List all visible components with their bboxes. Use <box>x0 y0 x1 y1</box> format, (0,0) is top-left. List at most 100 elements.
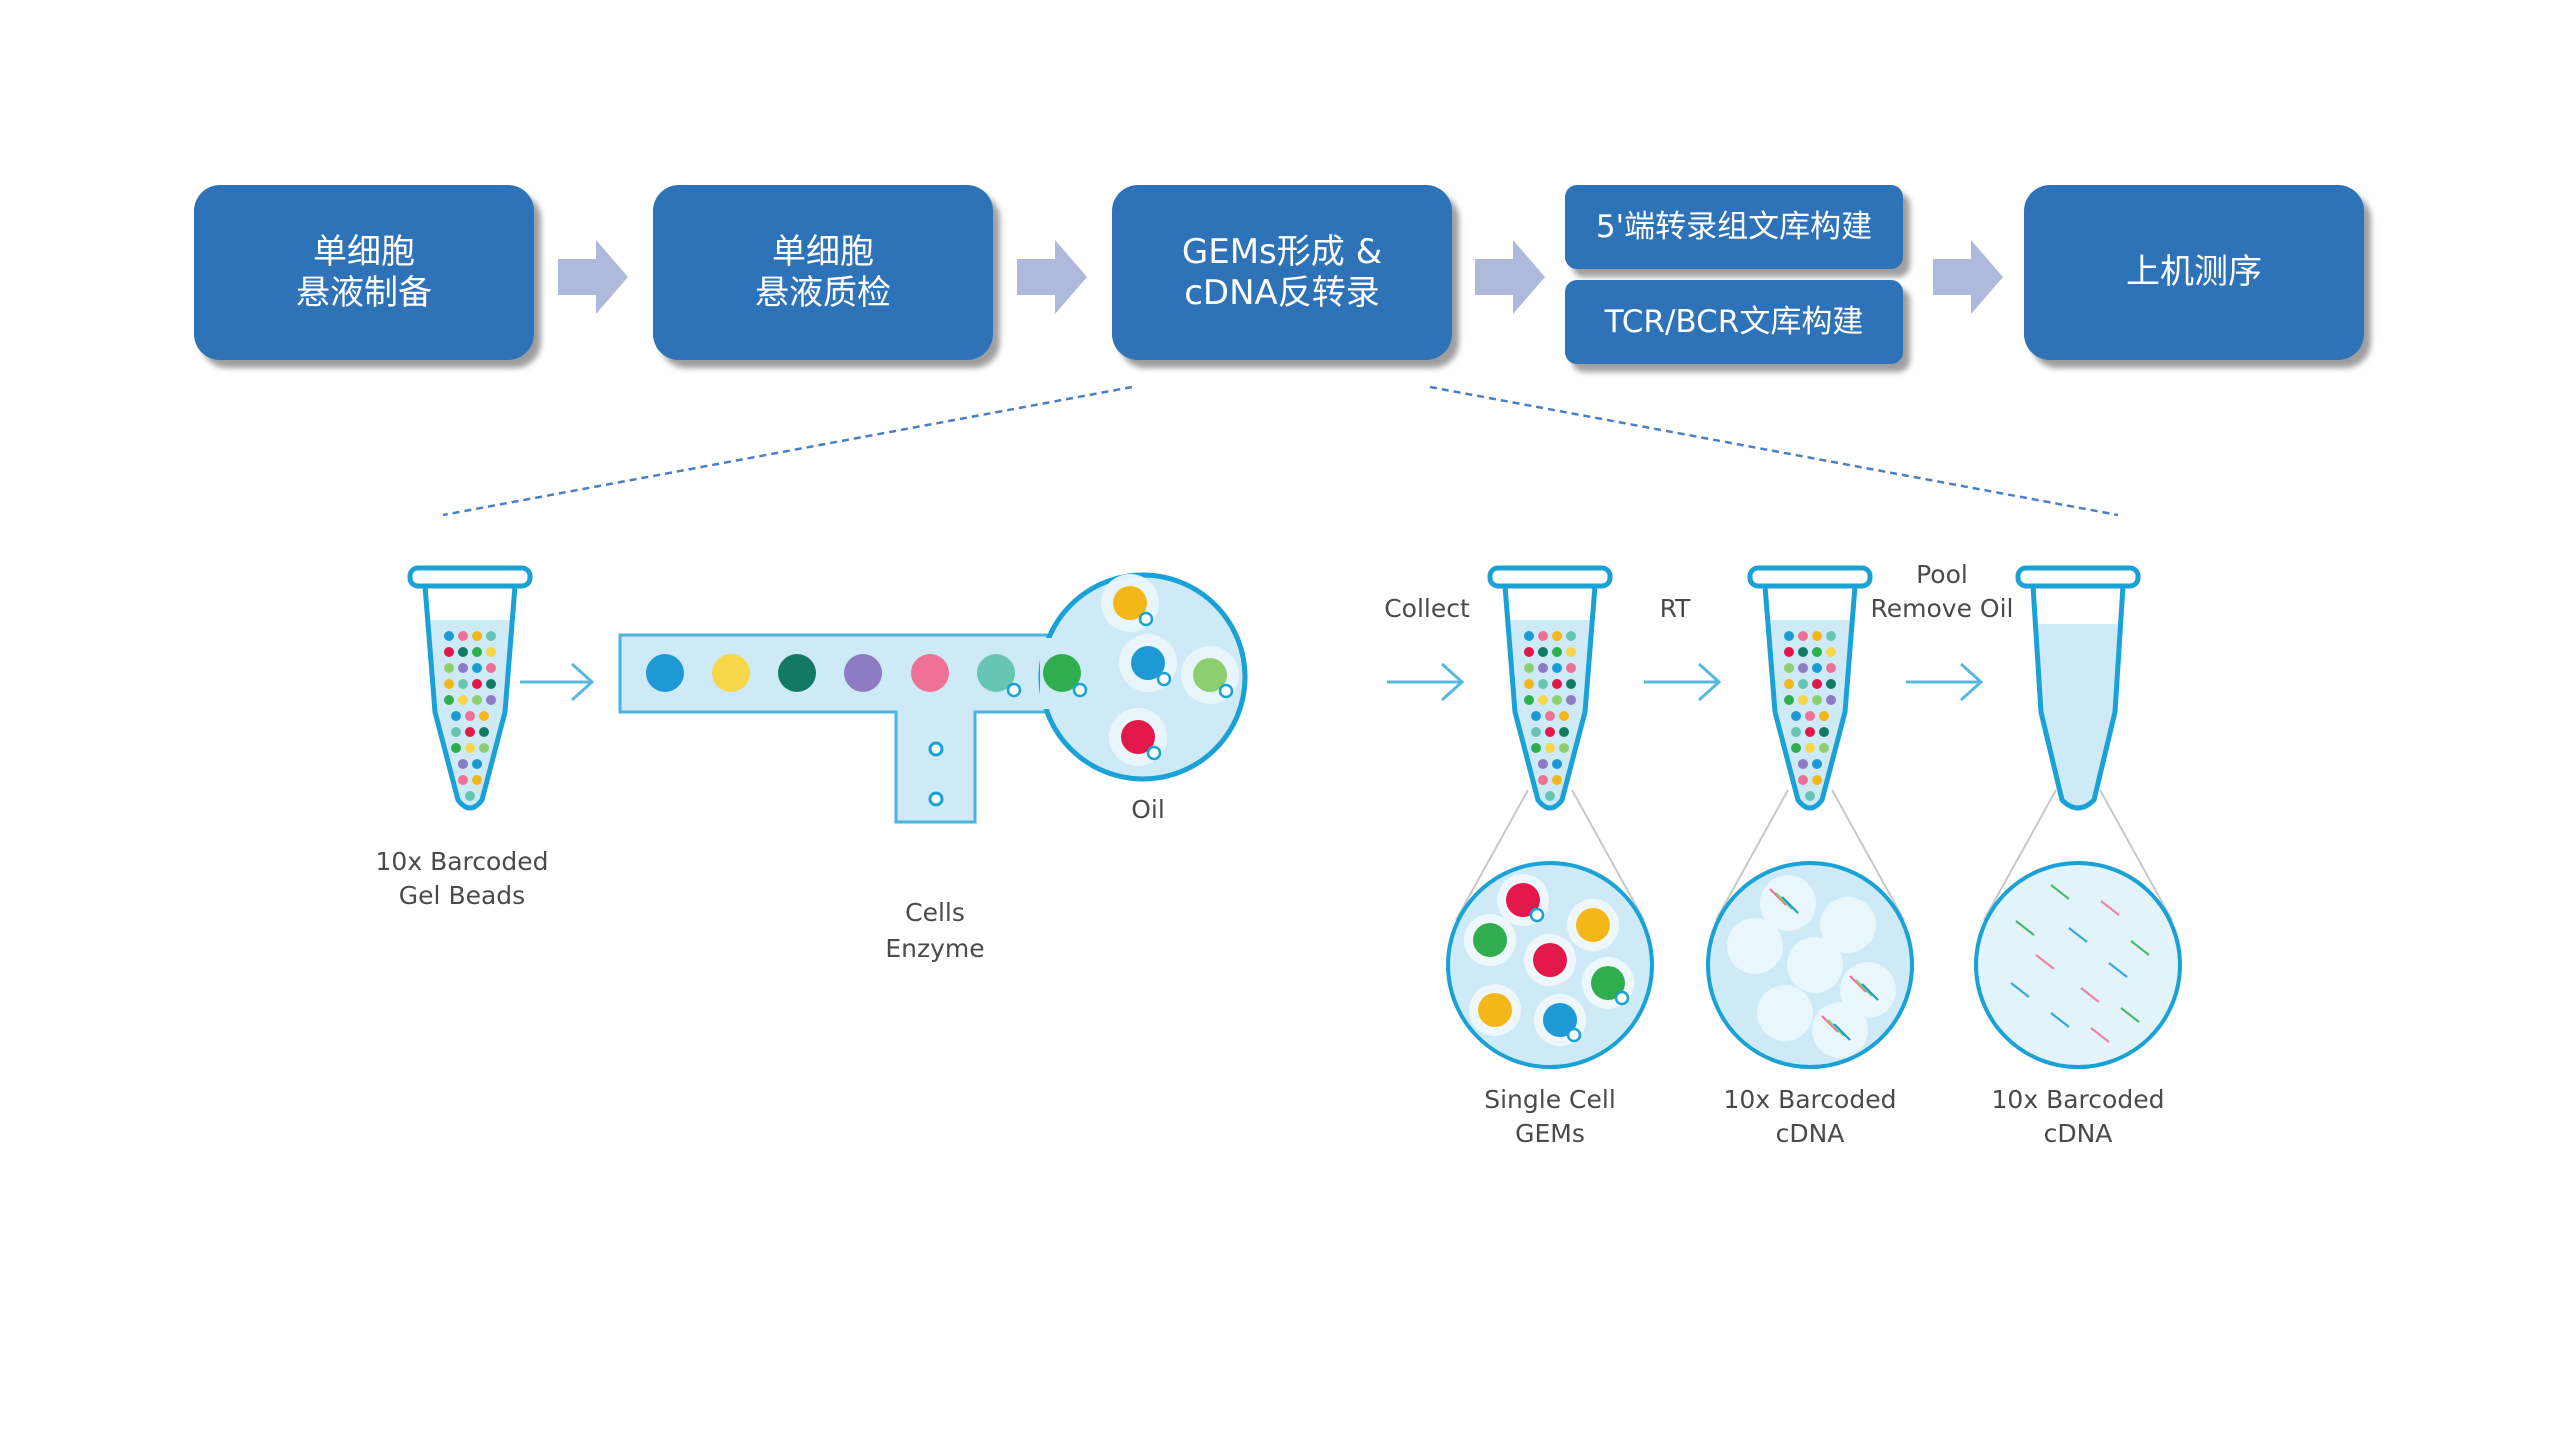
bead-dot <box>1784 631 1794 641</box>
cdna-strand <box>2120 1007 2140 1023</box>
bead-dot <box>1826 647 1836 657</box>
zoom-line-right <box>1429 385 2119 517</box>
bead-dot <box>465 711 475 721</box>
bead-dot <box>451 727 461 737</box>
bead-dot <box>479 743 489 753</box>
bead-dot <box>1545 743 1555 753</box>
cdna-droplet <box>1727 918 1783 974</box>
cdna-zoom-2 <box>1974 861 2182 1069</box>
flow-arrow-3 <box>1475 240 1545 314</box>
thin-arrow-3 <box>1644 662 1722 702</box>
bead-dot <box>1524 695 1534 705</box>
bead-dot <box>472 647 482 657</box>
channel-bead <box>712 654 750 692</box>
gem-cell <box>1146 745 1162 761</box>
bead-dot <box>1559 727 1569 737</box>
cdna-zoom-1 <box>1706 861 1914 1069</box>
zoom-cones <box>1455 789 2173 921</box>
thin-arrow-1 <box>520 662 595 702</box>
bead-dot <box>1826 679 1836 689</box>
bead-dot <box>1805 727 1815 737</box>
bead-dot <box>1559 743 1569 753</box>
cells-label: Cells <box>905 898 965 927</box>
bead-dot <box>479 711 489 721</box>
bead-dot <box>1559 711 1569 721</box>
bead-dot <box>486 631 496 641</box>
bead-dot <box>458 631 468 641</box>
bead-dot <box>472 679 482 689</box>
cdna-strand <box>1781 896 1799 914</box>
channel-cell-2 <box>928 791 944 807</box>
pooled-tube <box>2015 565 2141 811</box>
bead-dot <box>1538 759 1548 769</box>
gel-beads-label-1: 10x Barcoded <box>376 847 549 876</box>
cdna-strand <box>2068 927 2088 943</box>
gems-tube <box>1487 565 1613 811</box>
step-suspension-prep-line2: 悬液制备 <box>296 272 432 313</box>
step-5prime-library-label: 5'端转录组文库构建 <box>1595 208 1873 245</box>
bead-dot <box>1798 775 1808 785</box>
cdna-droplet <box>1757 985 1813 1041</box>
step-gems-rt-line1: GEMs形成 & <box>1181 231 1383 272</box>
cdna-strand <box>1861 983 1879 1001</box>
step-gems-rt: GEMs形成 & cDNA反转录 <box>1112 185 1452 360</box>
microfluidic-chip <box>618 572 1248 824</box>
bead-dot <box>1791 743 1801 753</box>
bead-dot <box>1538 647 1548 657</box>
gem-bead <box>1533 943 1567 977</box>
cdna-strand <box>1855 979 1873 997</box>
gems-label-1: Single Cell <box>1484 1085 1616 1114</box>
bead-dot <box>1791 727 1801 737</box>
bead-dot <box>1538 775 1548 785</box>
oil-label: Oil <box>1131 795 1165 824</box>
cdna-droplet <box>1820 897 1876 953</box>
cdna-strand <box>1827 1019 1845 1037</box>
gem-bead <box>1193 658 1227 692</box>
flow-arrow-1 <box>558 240 628 314</box>
gel-beads-tube <box>407 565 533 811</box>
bead-dot <box>1524 647 1534 657</box>
gem-bead <box>1121 720 1155 754</box>
channel-beads <box>646 654 1088 698</box>
bead-dot <box>444 679 454 689</box>
bead-dot <box>1531 711 1541 721</box>
zoom-line-left <box>442 385 1133 517</box>
bead-dot <box>1545 791 1555 801</box>
cdna-strand <box>2108 962 2128 978</box>
gem-cell <box>1156 671 1172 687</box>
bead-dot <box>465 791 475 801</box>
bead-dot <box>1812 775 1822 785</box>
step-tcr-bcr-library-label: TCR/BCR文库构建 <box>1604 303 1864 340</box>
cdna-strand <box>2050 1012 2070 1028</box>
gel-beads-label-2: Gel Beads <box>399 881 525 910</box>
bead-dot <box>1538 663 1548 673</box>
tube1-beads <box>444 631 496 801</box>
step-5prime-library: 5'端转录组文库构建 <box>1565 185 1903 269</box>
bead-dot <box>1805 791 1815 801</box>
bead-dot <box>1819 743 1829 753</box>
bead-dot <box>1524 631 1534 641</box>
channel-bead <box>844 654 882 692</box>
collect-label: Collect <box>1384 594 1470 623</box>
bead-dot <box>1798 679 1808 689</box>
bead-dot <box>486 695 496 705</box>
cdna-strand <box>2100 900 2120 916</box>
gem-cell <box>1138 611 1154 627</box>
bead-dot <box>1798 663 1808 673</box>
cdna-strand <box>1833 1023 1851 1041</box>
bead-dot <box>1812 759 1822 769</box>
bead-dot <box>1805 711 1815 721</box>
step-sequencing-label: 上机测序 <box>2126 252 2262 292</box>
bead-dot <box>458 679 468 689</box>
cdna-strand <box>2050 884 2070 900</box>
bead-dot <box>472 695 482 705</box>
bead-dot <box>1552 663 1562 673</box>
bead-dot <box>1798 631 1808 641</box>
gem-bead <box>1478 993 1512 1027</box>
gem-bead <box>1506 883 1540 917</box>
bead-dot <box>1826 663 1836 673</box>
flow-arrow-2 <box>1017 240 1087 314</box>
bead-dot <box>1819 727 1829 737</box>
bead-dot <box>472 759 482 769</box>
